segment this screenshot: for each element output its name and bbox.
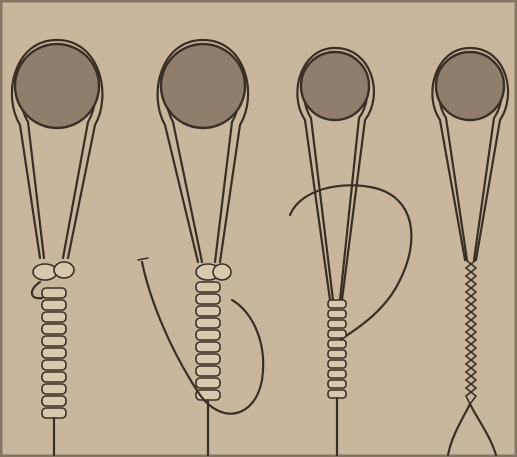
post-3 [301, 52, 369, 120]
post-4 [436, 52, 504, 120]
post-2 [161, 44, 245, 128]
coil-1 [42, 288, 66, 418]
knot-2 [196, 264, 231, 280]
post-1 [15, 44, 99, 128]
